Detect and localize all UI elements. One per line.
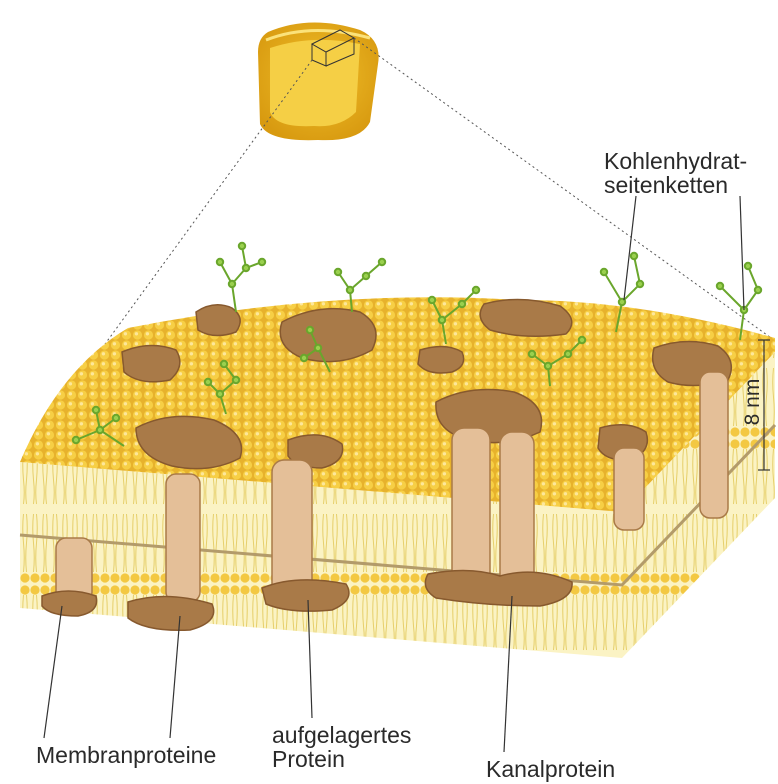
scale-label: 8 nm <box>738 372 768 432</box>
cell-icon <box>258 22 379 140</box>
label-membrane-proteins: Membranproteine <box>36 742 216 768</box>
scale-text: 8 nm <box>741 379 765 426</box>
label-carbohydrate-line1: Kohlenhydrat- <box>604 148 747 174</box>
label-peripheral-line2: Protein <box>272 746 345 772</box>
label-peripheral-line1: aufgelagertes <box>272 722 411 748</box>
label-carbohydrate-line2: seitenketten <box>604 172 728 198</box>
label-channel-protein: Kanalprotein <box>486 756 615 782</box>
